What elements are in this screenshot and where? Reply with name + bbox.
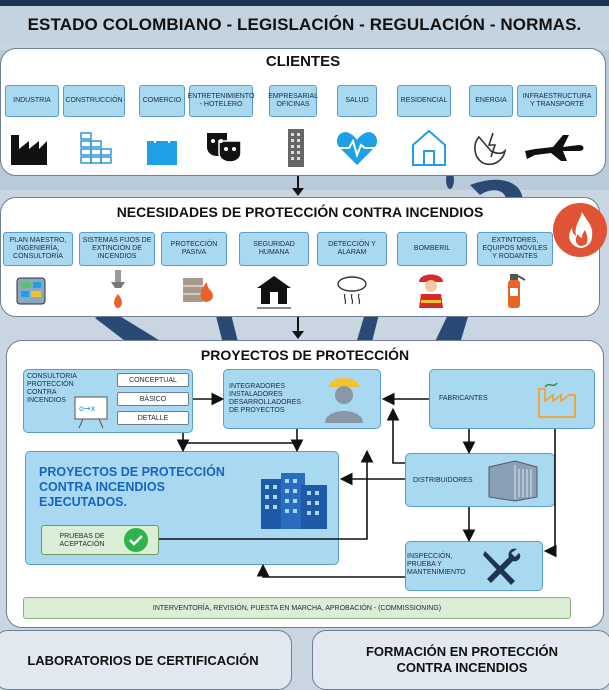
factory-icon [11,135,47,165]
ejecutados-title: PROYECTOS DE PROTECCIÓN CONTRA INCENDIOS… [39,465,225,509]
smoke-detector-icon [337,276,367,305]
interventoria-bar: INTERVENTORÍA, REVISIÓN, PUESTA EN MARCH… [23,597,571,619]
clientes-panel: CLIENTES INDUSTRIA CONSTRUCCIÓN COMERCIO… [0,48,606,176]
city-buildings-icon [261,473,327,529]
formacion-label: FORMACIÓN EN PROTECCIÓN CONTRA INCENDIOS [365,644,559,675]
laboratorios-label: LABORATORIOS DE CERTIFICACIÓN [27,652,259,668]
extinguisher-icon [508,274,526,308]
arrow-clientes-necesidades [292,176,304,196]
need-chip-plan: PLAN MAESTRO, INGENIERÍA, CONSULTORÍA [3,232,73,266]
tools-icon [483,548,521,585]
client-chip-entretenimiento: ENTRETENIMIENTO - HOTELERO [188,85,254,117]
client-chip-empresarial: EMPRESARIAL OFICINAS [268,85,318,117]
proyectos-panel: PROYECTOS DE PROTECCIÓN CONSULTORIA PROT… [6,340,604,628]
inspeccion-box [405,541,543,591]
need-chip-seguridad-humana: SEGURIDAD HUMANA [239,232,309,266]
factory-outline-icon [538,382,576,418]
client-chip-comercio: COMERCIO [139,85,185,117]
need-chip-sistemas-fijos: SISTEMAS FIJOS DE EXTINCIÓN DE INCENDIOS [79,232,155,266]
level-detalle: DETALLE [117,411,189,425]
client-chip-energia: ENERGIA [469,85,513,117]
fire-wall-icon [183,278,213,302]
energy-icon [474,132,507,166]
airplane-icon [525,135,584,161]
heartbeat-icon [336,132,378,165]
fabricantes-box [429,369,595,429]
warehouse-icon [488,460,538,502]
svg-text:o→x: o→x [79,404,96,413]
client-chip-construccion: CONSTRUCCIÓN [63,85,125,117]
inspeccion-label: INSPECCIÓN, PRUEBA Y MANTENIMIENTO [407,553,466,576]
distribuidores-label: DISTRIBUIDORES [413,477,473,484]
level-conceptual: CONCEPTUAL [117,373,189,387]
consultoria-label: CONSULTORIA PROTECCIÓN CONTRA INCENDIOS [27,373,77,404]
office-building-icon [288,129,304,167]
integradores-label: INTEGRADORES INSTALADORES DESARROLLADORE… [229,383,301,414]
firefighter-icon [419,274,443,308]
fabricantes-label: FABRICANTES [439,395,488,402]
client-chip-infraestructura: INFRAESTRUCTURA Y TRANSPORTE [517,85,597,117]
project-connectors [159,392,557,578]
arrow-necesidades-proyectos [292,317,304,339]
whiteboard-icon: o→x [74,396,108,429]
pruebas-label: PRUEBAS DE ACEPTACIÓN [59,533,105,548]
bricks-icon [80,132,112,164]
sprinkler-icon [111,270,125,308]
exit-house-icon [257,276,291,309]
header-title: ESTADO COLOMBIANO - LEGISLACIÓN - REGULA… [0,0,609,44]
clientes-title: CLIENTES [265,53,341,70]
plan-icon [16,277,46,305]
formacion-panel: FORMACIÓN EN PROTECCIÓN CONTRA INCENDIOS [312,630,609,690]
check-icon [124,528,148,552]
laboratorios-panel: LABORATORIOS DE CERTIFICACIÓN [0,630,292,690]
fire-badge-icon [553,203,607,257]
client-chip-salud: SALUD [337,85,377,117]
need-chip-proteccion-pasiva: PROTECCIÓN PASIVA [161,232,227,266]
theater-masks-icon [207,133,242,163]
need-chip-deteccion: DETECCIÓN Y ALARAM [317,232,387,266]
interventoria-label: INTERVENTORÍA, REVISIÓN, PUESTA EN MARCH… [152,604,442,612]
shopping-bag-icon [147,131,177,165]
client-chip-industria: INDUSTRIA [5,85,59,117]
necesidades-title: NECESIDADES DE PROTECCIÓN CONTRA INCENDI… [116,204,484,220]
need-chip-extintores: EXTINTORES, EQUIPOS MÓVILES Y RODANTES [477,232,553,266]
client-chip-residencial: RESIDENCIAL [397,85,451,117]
proyectos-title: PROYECTOS DE PROTECCIÓN [200,347,410,363]
need-chip-bomberil: BOMBERIL [397,232,467,266]
house-icon [412,129,446,166]
necesidades-panel: NECESIDADES DE PROTECCIÓN CONTRA INCENDI… [0,197,600,317]
level-basico: BÁSICO [117,392,189,406]
engineer-icon [325,378,363,423]
